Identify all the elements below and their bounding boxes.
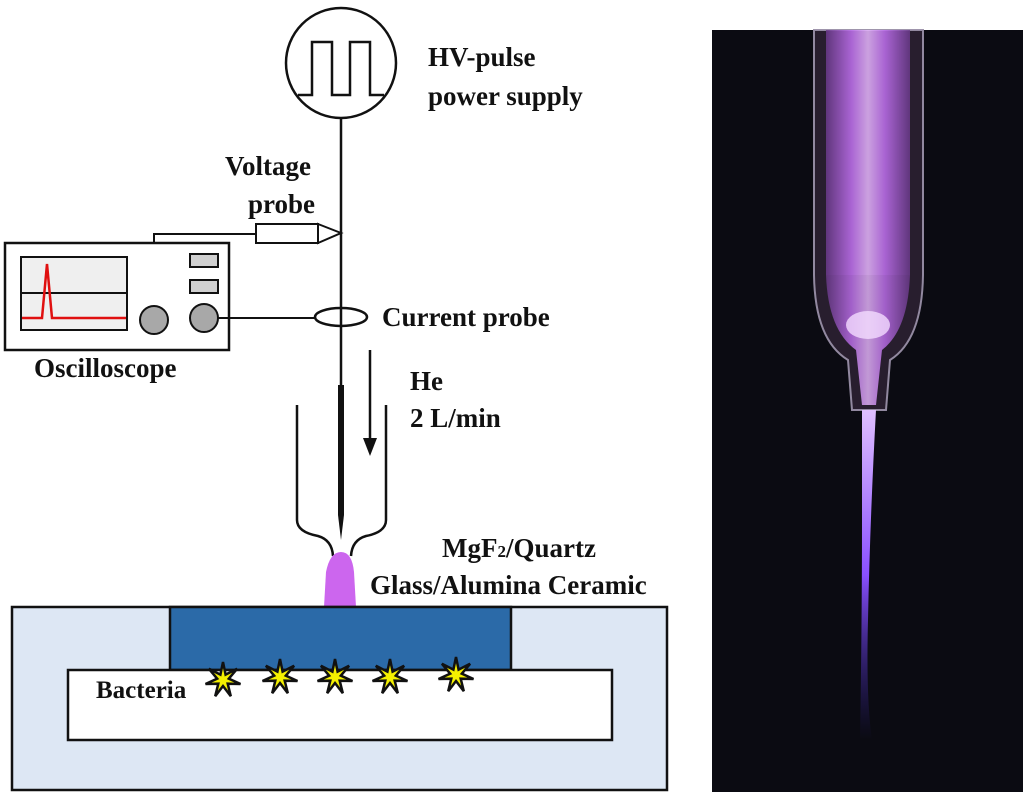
current-probe-label: Current probe bbox=[382, 302, 550, 332]
bacteria-icon bbox=[204, 661, 242, 697]
bacteria-icon bbox=[316, 658, 354, 694]
tube-left-wall bbox=[295, 405, 335, 557]
dielectric-plate bbox=[168, 605, 513, 672]
voltage-probe-label-2: probe bbox=[248, 189, 315, 219]
power-supply-label-2: power supply bbox=[428, 81, 583, 111]
bacteria-icon bbox=[261, 658, 299, 694]
flow-rate-label: 2 L/min bbox=[410, 403, 501, 433]
bacteria-icon bbox=[437, 656, 475, 692]
power-supply-label-1: HV-pulse bbox=[428, 42, 536, 72]
dielectric-label-2: Glass/Alumina Ceramic bbox=[370, 570, 647, 600]
gas-flow-arrow-icon bbox=[363, 350, 377, 456]
dielectric-label-1: MgF2/Quartz bbox=[442, 533, 596, 563]
plasma-jet bbox=[324, 552, 356, 607]
voltage-probe-label-1: Voltage bbox=[225, 151, 311, 181]
gas-label: He bbox=[410, 366, 443, 396]
electrode-tip bbox=[338, 515, 344, 540]
tube-right-wall bbox=[349, 405, 388, 557]
plasma-jet-photo bbox=[712, 29, 1023, 792]
oscilloscope-icon bbox=[3, 241, 315, 352]
bacteria-label: Bacteria bbox=[96, 677, 187, 704]
bacteria-icon bbox=[371, 658, 409, 694]
power-supply-icon bbox=[284, 6, 398, 120]
bacteria-group bbox=[204, 656, 475, 697]
current-probe-icon bbox=[313, 306, 369, 328]
oscilloscope-label: Oscilloscope bbox=[34, 353, 177, 383]
